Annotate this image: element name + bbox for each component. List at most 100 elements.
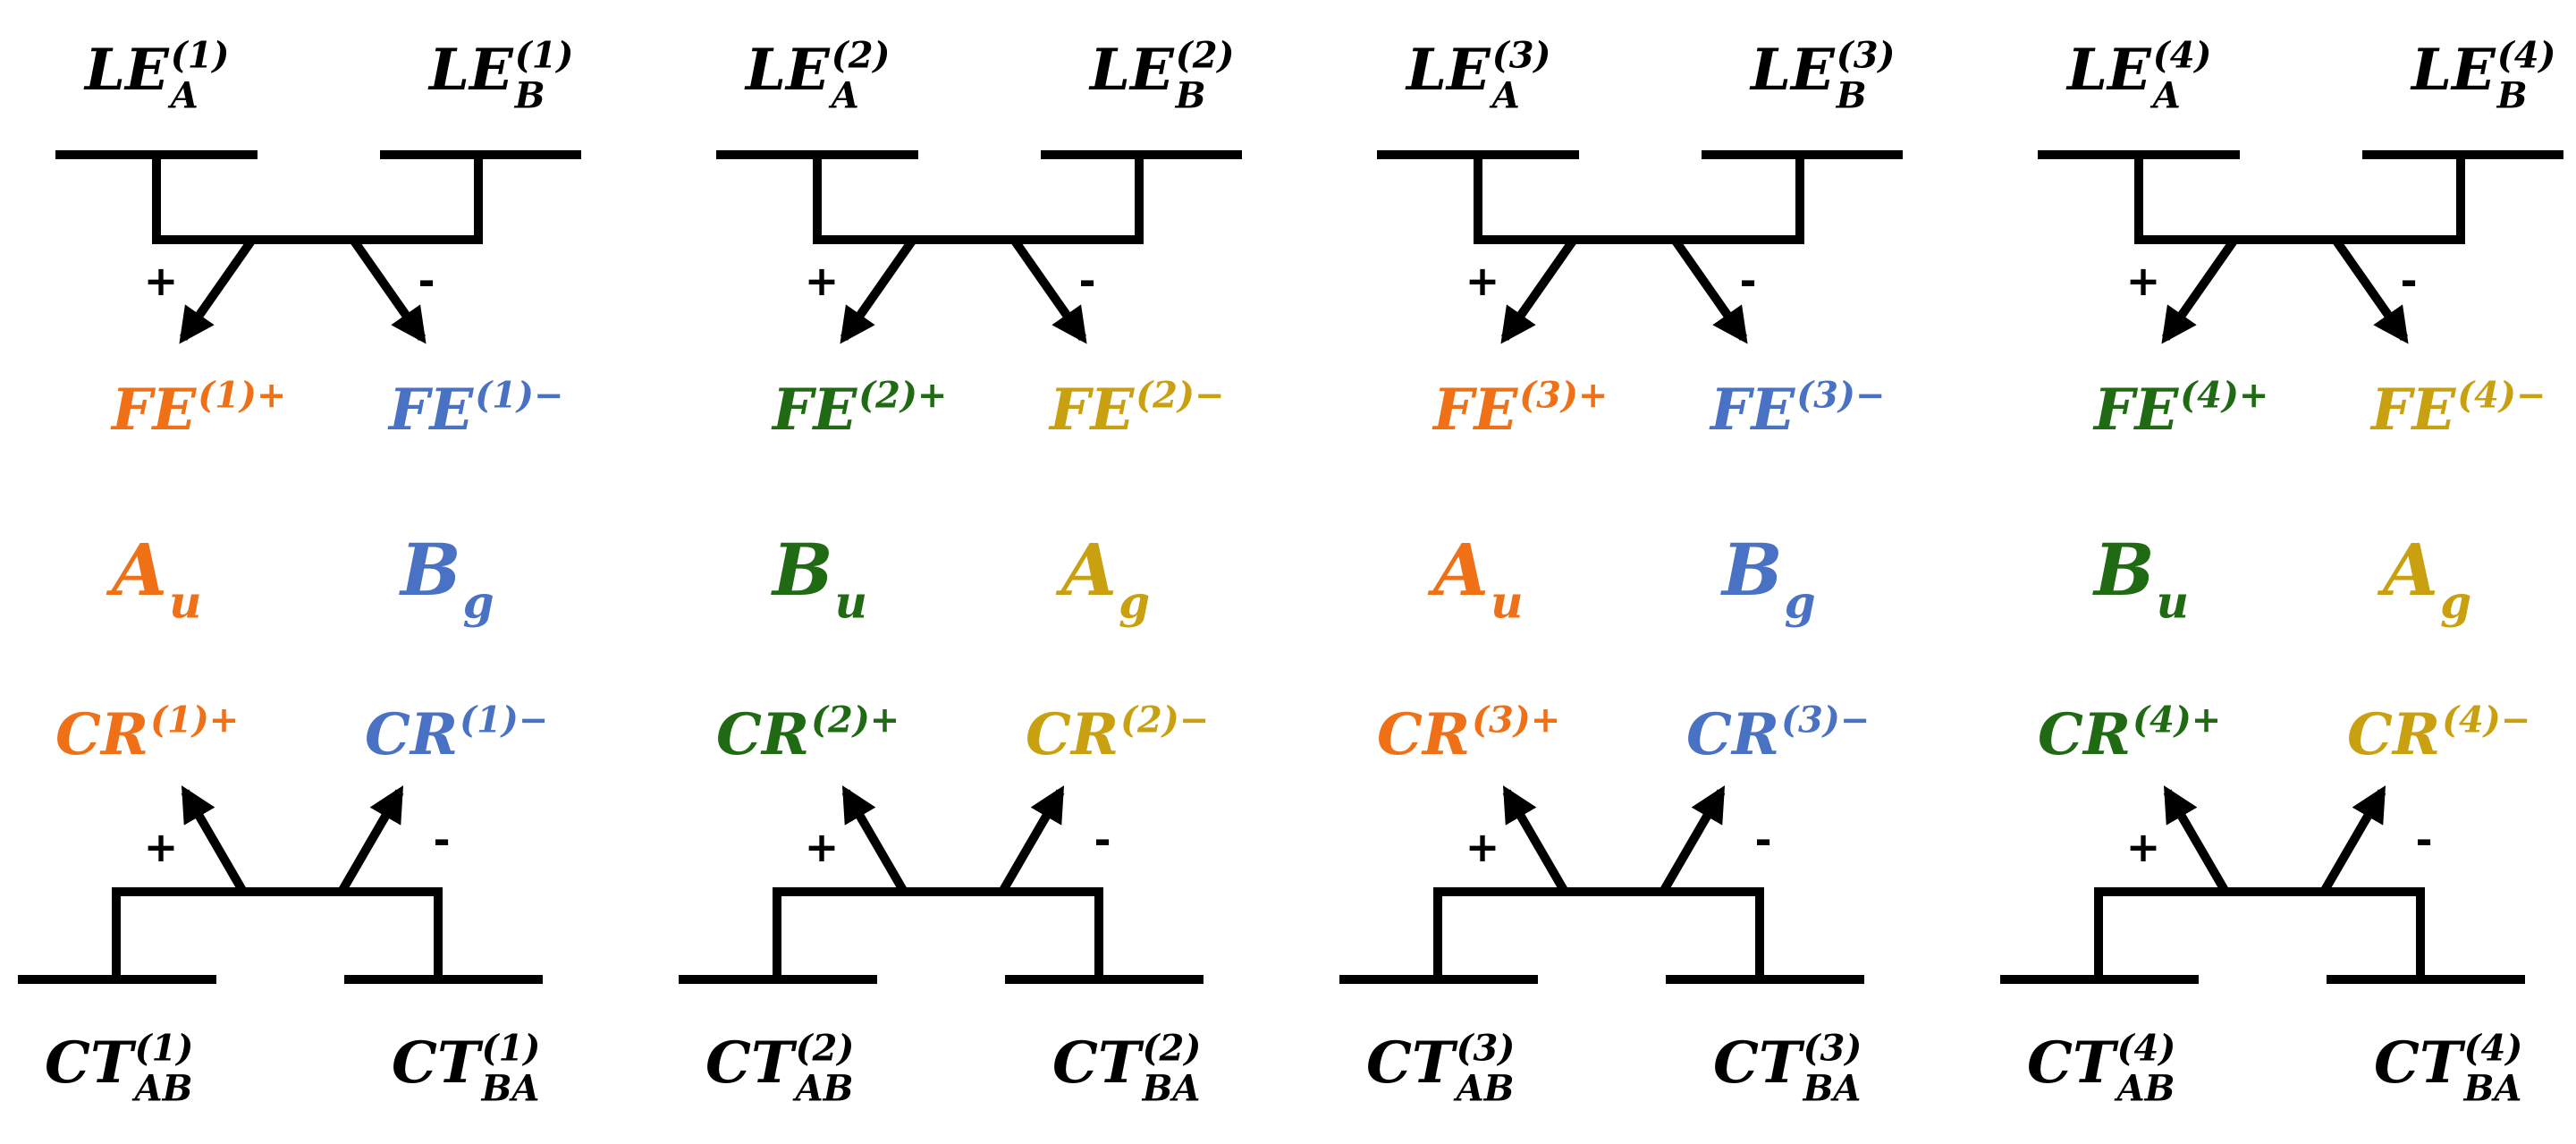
minus-sign-top: - xyxy=(1078,257,1095,305)
le-a-label-sup: (4) xyxy=(2153,35,2212,77)
le-a-label-base: LE xyxy=(1405,37,1491,104)
minus-sign-bottom: - xyxy=(433,816,450,864)
ct-ab-label-base: CT xyxy=(705,1030,798,1097)
symmetry-right-label-sub: g xyxy=(2440,576,2471,629)
fe-plus-label-sup: (3)+ xyxy=(1519,375,1608,417)
cr-plus-label-sup: (2)+ xyxy=(811,699,899,741)
cr-plus-label-base: CR xyxy=(55,701,148,768)
symmetry-right-label: B xyxy=(399,528,461,612)
ct-ab-label-base: CT xyxy=(2027,1030,2119,1097)
ct-ba-label-sup: (4) xyxy=(2464,1028,2523,1070)
symmetry-left-label: A xyxy=(106,528,167,612)
cr-minus-label-sup: (4)− xyxy=(2442,699,2530,741)
cr-minus-label-sup: (3)− xyxy=(1781,699,1870,741)
symmetry-right-label-base: A xyxy=(1055,528,1117,612)
le-a-label-sub: A xyxy=(2149,74,2181,116)
fe-minus-label-base: FE xyxy=(1048,377,1135,444)
ct-ab-label: CT xyxy=(705,1030,798,1097)
symmetry-left-label-base: B xyxy=(2092,528,2155,612)
symmetry-right-label-sub: g xyxy=(463,576,494,629)
ct-ab-label: CT xyxy=(1366,1030,1458,1097)
fe-minus-label: FE xyxy=(1709,377,1795,444)
ct-ba-label: CT xyxy=(1713,1030,1805,1097)
le-coupling-bracket xyxy=(813,155,1144,244)
cr-plus-label: CR xyxy=(55,701,148,768)
ct-ba-label: CT xyxy=(2374,1030,2466,1097)
le-b-label-base: LE xyxy=(427,37,514,104)
ct-ab-label-sub: AB xyxy=(2114,1067,2175,1109)
le-b-label-base: LE xyxy=(1088,37,1175,104)
fe-plus-label-sup: (2)+ xyxy=(858,375,947,417)
cr-plus-arrow xyxy=(1502,785,1569,894)
cr-plus-label: CR xyxy=(2038,701,2131,768)
cr-minus-label: CR xyxy=(1026,701,1119,768)
cr-minus-label-base: CR xyxy=(1686,701,1779,768)
cr-minus-label: CR xyxy=(365,701,458,768)
le-a-label-sub: A xyxy=(1489,74,1520,116)
symmetry-right-label-base: B xyxy=(1720,528,1783,612)
fe-plus-label-sup: (4)+ xyxy=(2180,375,2268,417)
ct-coupling-bracket xyxy=(112,887,443,979)
ct-ab-label-sup: (2) xyxy=(796,1028,855,1070)
le-a-label-base: LE xyxy=(83,37,170,104)
le-b-label-sup: (2) xyxy=(1176,35,1235,77)
ct-ba-label: CT xyxy=(1052,1030,1144,1097)
symmetry-right-label-base: A xyxy=(2377,528,2438,612)
minus-sign-bottom: - xyxy=(1754,816,1771,864)
plus-sign-top: + xyxy=(2126,257,2161,305)
plus-sign-top: + xyxy=(805,257,840,305)
le-b-label-sub: B xyxy=(1175,74,1206,116)
le-b-label-base: LE xyxy=(1749,37,1836,104)
plus-sign-top: + xyxy=(1465,257,1500,305)
ct-ba-label-sub: BA xyxy=(481,1067,540,1109)
ct-ba-label-sub: BA xyxy=(2463,1067,2522,1109)
fe-minus-arrow xyxy=(2331,237,2409,344)
cr-plus-label-base: CR xyxy=(1377,701,1470,768)
le-a-label-base: LE xyxy=(2065,37,2152,104)
minus-sign-top: - xyxy=(418,257,435,305)
le-b-label-base: LE xyxy=(2410,37,2496,104)
symmetry-left-label-base: B xyxy=(771,528,833,612)
cr-plus-arrow xyxy=(181,785,248,894)
symmetry-right-label: A xyxy=(2377,528,2438,612)
fe-minus-label: FE xyxy=(1048,377,1135,444)
fe-plus-label: FE xyxy=(2092,377,2179,444)
fe-plus-label-base: FE xyxy=(110,377,197,444)
minus-sign-top: - xyxy=(2400,257,2417,305)
symmetry-right-label-sub: g xyxy=(1119,576,1150,629)
le-b-label: LE xyxy=(1749,37,1836,104)
plus-sign-bottom: + xyxy=(805,823,840,871)
minus-sign-bottom: - xyxy=(2415,816,2432,864)
symmetry-left-label-sub: u xyxy=(169,576,201,629)
ct-ba-label-base: CT xyxy=(392,1030,484,1097)
fe-plus-label: FE xyxy=(1432,377,1518,444)
fe-plus-label-base: FE xyxy=(1432,377,1518,444)
cr-minus-label-base: CR xyxy=(2347,701,2440,768)
ct-ab-label-sup: (1) xyxy=(135,1028,194,1070)
ct-ba-label-sup: (1) xyxy=(482,1028,541,1070)
plus-sign-top: + xyxy=(144,257,179,305)
fe-minus-label-sup: (1)− xyxy=(475,375,563,417)
le-a-label: LE xyxy=(2065,37,2152,104)
cr-minus-label-base: CR xyxy=(365,701,458,768)
le-coupling-bracket xyxy=(1474,155,1804,244)
fe-plus-arrow xyxy=(1500,237,1578,344)
cr-minus-label-sup: (2)− xyxy=(1120,699,1209,741)
minus-sign-bottom: - xyxy=(1094,816,1111,864)
ct-coupling-bracket xyxy=(773,887,1103,979)
minus-sign-top: - xyxy=(1739,257,1756,305)
le-b-label-sub: B xyxy=(1836,74,1867,116)
symmetry-right-label: B xyxy=(1720,528,1783,612)
plus-sign-bottom: + xyxy=(2126,823,2161,871)
symmetry-left-label: A xyxy=(1427,528,1489,612)
fe-minus-label-base: FE xyxy=(1709,377,1795,444)
ct-ba-label-base: CT xyxy=(2374,1030,2466,1097)
fe-plus-label-sup: (1)+ xyxy=(198,375,286,417)
cr-plus-arrow xyxy=(2163,785,2230,894)
le-b-label: LE xyxy=(1088,37,1175,104)
ct-ab-label-sub: AB xyxy=(1453,1067,1515,1109)
ct-ab-label-sup: (4) xyxy=(2117,1028,2176,1070)
